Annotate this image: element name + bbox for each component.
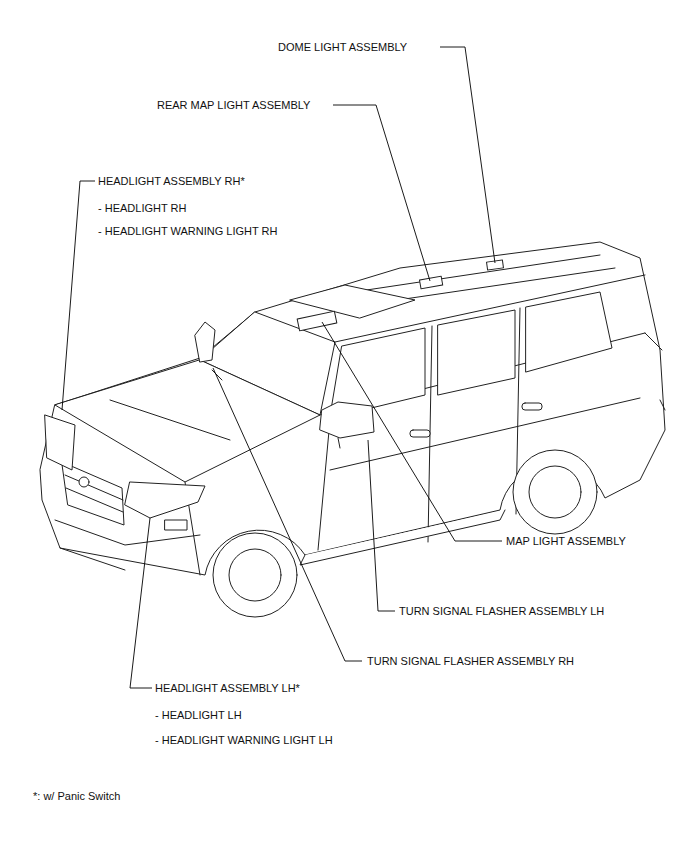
sub-part-label: - HEADLIGHT WARNING LIGHT RH <box>98 225 277 238</box>
part-label: TURN SIGNAL FLASHER ASSEMBLY RH <box>367 655 574 668</box>
footnote: *: w/ Panic Switch <box>33 790 120 803</box>
sub-part-label: - HEADLIGHT WARNING LIGHT LH <box>155 734 333 747</box>
part-label: MAP LIGHT ASSEMBLY <box>506 535 626 548</box>
part-label: HEADLIGHT ASSEMBLY RH* <box>98 175 245 188</box>
part-label: REAR MAP LIGHT ASSEMBLY <box>157 99 310 112</box>
part-label: TURN SIGNAL FLASHER ASSEMBLY LH <box>399 605 604 618</box>
part-label: HEADLIGHT ASSEMBLY LH* <box>155 682 300 695</box>
part-label: DOME LIGHT ASSEMBLY <box>278 41 407 54</box>
sub-part-label: - HEADLIGHT LH <box>155 709 242 722</box>
sub-part-label: - HEADLIGHT RH <box>98 202 186 215</box>
